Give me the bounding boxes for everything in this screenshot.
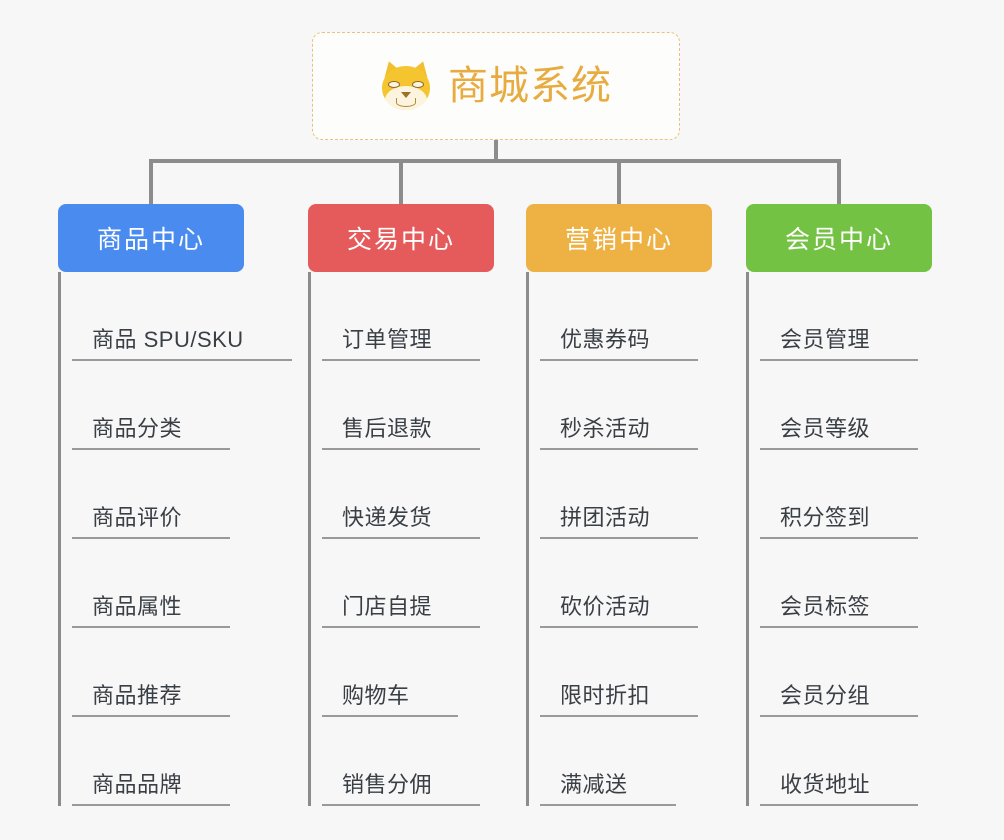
leaf-item[interactable]: 会员标签 [760,539,918,628]
leaf-item[interactable]: 购物车 [322,628,458,717]
leaf-item[interactable]: 会员分组 [760,628,918,717]
connector-drop-2 [399,159,403,205]
branch-header-label: 商品中心 [96,226,205,254]
branch-header-3[interactable]: 营销中心 [526,204,712,272]
leaf-item[interactable]: 砍价活动 [540,539,698,628]
root-title: 商城系统 [448,64,612,108]
leaf-item[interactable]: 收货地址 [760,717,918,806]
leaf-item[interactable]: 商品品牌 [72,717,230,806]
leaf-spine [58,272,61,806]
leaf-item[interactable]: 商品评价 [72,450,230,539]
leaf-item[interactable]: 销售分佣 [322,717,480,806]
leaf-item[interactable]: 拼团活动 [540,450,698,539]
leaf-item[interactable]: 限时折扣 [540,628,698,717]
branch-header-label: 营销中心 [564,226,673,254]
leaf-item[interactable]: 满减送 [540,717,676,806]
connector-drop-3 [617,159,621,205]
connector-root-stem [494,140,498,162]
leaf-item[interactable]: 商品属性 [72,539,230,628]
leaf-spine [526,272,529,806]
leaf-item[interactable]: 商品 SPU/SKU [72,272,292,361]
branch-header-label: 会员中心 [784,226,893,254]
leaf-item[interactable]: 优惠券码 [540,272,698,361]
leaf-item[interactable]: 会员等级 [760,361,918,450]
branch-column-3: 营销中心 优惠券码 秒杀活动 拼团活动 砍价活动 限时折扣 满减送 [526,204,712,806]
branch-header-4[interactable]: 会员中心 [746,204,932,272]
leaf-item[interactable]: 商品推荐 [72,628,230,717]
leaf-item[interactable]: 积分签到 [760,450,918,539]
leaf-item[interactable]: 快递发货 [322,450,480,539]
leaf-item[interactable]: 门店自提 [322,539,480,628]
leaf-list-2: 订单管理 售后退款 快递发货 门店自提 购物车 销售分佣 [308,272,494,806]
branch-header-2[interactable]: 交易中心 [308,204,494,272]
leaf-item[interactable]: 商品分类 [72,361,230,450]
root-node[interactable]: 商城系统 [312,32,680,140]
leaf-list-4: 会员管理 会员等级 积分签到 会员标签 会员分组 收货地址 [746,272,932,806]
leaf-list-1: 商品 SPU/SKU 商品分类 商品评价 商品属性 商品推荐 商品品牌 [58,272,292,806]
branch-column-1: 商品中心 商品 SPU/SKU 商品分类 商品评价 商品属性 商品推荐 商品品牌 [58,204,292,806]
leaf-list-3: 优惠券码 秒杀活动 拼团活动 砍价活动 限时折扣 满减送 [526,272,712,806]
leaf-item[interactable]: 会员管理 [760,272,918,361]
connector-drop-1 [149,159,153,205]
leaf-item[interactable]: 秒杀活动 [540,361,698,450]
leaf-item[interactable]: 售后退款 [322,361,480,450]
shiba-inu-icon [380,58,432,112]
leaf-item[interactable]: 订单管理 [322,272,480,361]
branch-column-2: 交易中心 订单管理 售后退款 快递发货 门店自提 购物车 销售分佣 [308,204,494,806]
leaf-spine [308,272,311,806]
connector-horizontal-bus [149,159,841,163]
leaf-spine [746,272,749,806]
branch-column-4: 会员中心 会员管理 会员等级 积分签到 会员标签 会员分组 收货地址 [746,204,932,806]
branch-header-1[interactable]: 商品中心 [58,204,244,272]
branch-header-label: 交易中心 [346,226,455,254]
connector-drop-4 [837,159,841,205]
